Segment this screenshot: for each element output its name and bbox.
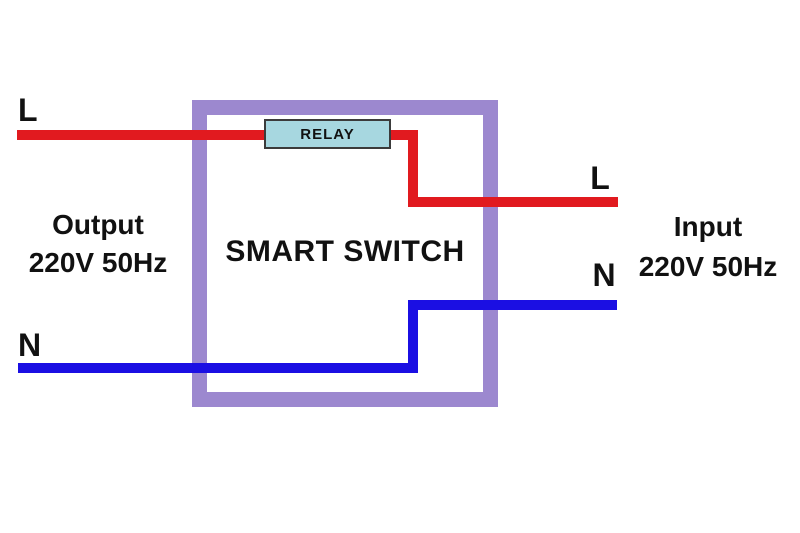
input-caption-line1: Input bbox=[673, 211, 743, 242]
smart-switch-title: SMART SWITCH bbox=[225, 235, 465, 268]
live-wire-right-segment bbox=[408, 197, 618, 207]
input-caption-line2: 220V 50Hz bbox=[638, 251, 778, 282]
output-caption-line1: Output bbox=[52, 209, 144, 240]
right-neutral-terminal-label: N bbox=[592, 257, 616, 293]
relay-label: RELAY bbox=[300, 125, 355, 143]
relay-box: RELAY bbox=[264, 119, 391, 149]
neutral-wire-left-segment bbox=[18, 363, 418, 373]
live-wire-left-segment bbox=[17, 130, 418, 140]
neutral-wire-right-segment bbox=[408, 300, 617, 310]
left-live-terminal-label: L bbox=[18, 92, 38, 128]
output-caption-line2: 220V 50Hz bbox=[28, 247, 168, 278]
smart-switch-enclosure bbox=[192, 100, 498, 407]
live-wire-drop-segment bbox=[408, 130, 418, 207]
neutral-wire-rise-segment bbox=[408, 300, 418, 373]
right-live-terminal-label: L bbox=[590, 160, 610, 196]
left-neutral-terminal-label: N bbox=[18, 327, 42, 363]
output-caption: Output 220V 50Hz bbox=[7, 206, 189, 282]
input-caption: Input 220V 50Hz bbox=[618, 207, 798, 287]
